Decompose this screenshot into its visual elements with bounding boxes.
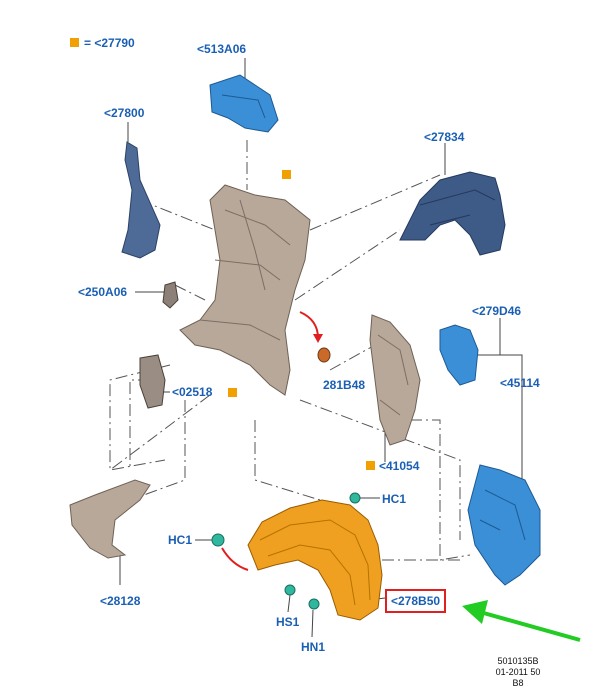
- label-281b48: 281B48: [323, 378, 366, 392]
- bracket-279d46: [439, 324, 479, 386]
- red-arrow-lower: [221, 547, 249, 571]
- highlight-box: <278B50: [385, 589, 447, 613]
- marker-27790-top: [282, 170, 291, 179]
- panel-27834: [399, 171, 506, 256]
- label-45114: <45114: [500, 376, 540, 390]
- legend-marker: [70, 38, 79, 47]
- label-27834: <27834: [424, 130, 465, 144]
- bracket-02518: [139, 354, 166, 409]
- label-hn1: HN1: [301, 640, 326, 654]
- label-513a06: <513A06: [197, 42, 247, 56]
- label-279d46: <279D46: [472, 304, 522, 318]
- bracket-513a06: [209, 74, 279, 133]
- wheel-arch-liner-278b50: [247, 499, 383, 621]
- label-278b50: <278B50: [391, 594, 441, 608]
- bracket-28128: [69, 479, 151, 559]
- document-code: 5010135B 01-2011 50 B8: [488, 656, 548, 689]
- marker-27790-41054: [366, 461, 375, 470]
- label-27800: <27800: [104, 106, 145, 120]
- green-arrow: [479, 610, 581, 642]
- document-code-line1: 5010135B: [497, 656, 539, 666]
- quarter-panel-inner: [179, 184, 311, 396]
- label-28128: <28128: [100, 594, 141, 608]
- label-250a06: <250A06: [78, 285, 128, 299]
- marker-27790-02518: [228, 388, 237, 397]
- clip-hc1-left: [211, 533, 225, 547]
- label-hc1-left: HC1: [168, 533, 193, 547]
- clip-hc1-right: [349, 492, 361, 504]
- label-hc1-right: HC1: [382, 492, 407, 506]
- panel-45114: [467, 464, 541, 586]
- bracket-27800: [121, 141, 161, 259]
- document-code-line2: 01-2011 50: [495, 667, 541, 677]
- clip-hn1: [308, 598, 320, 610]
- plug-281b48: [317, 347, 331, 363]
- panel-41054: [369, 314, 421, 446]
- clip-hs1: [284, 584, 296, 596]
- legend-text: = <27790: [84, 36, 135, 50]
- label-02518: <02518: [172, 385, 213, 399]
- label-41054: <41054: [379, 459, 420, 473]
- document-code-line3: B8: [512, 678, 524, 688]
- label-hs1: HS1: [276, 615, 300, 629]
- bracket-250a06: [162, 281, 179, 309]
- leader-lines: [119, 58, 523, 638]
- assembly-guide-lines: [109, 140, 471, 561]
